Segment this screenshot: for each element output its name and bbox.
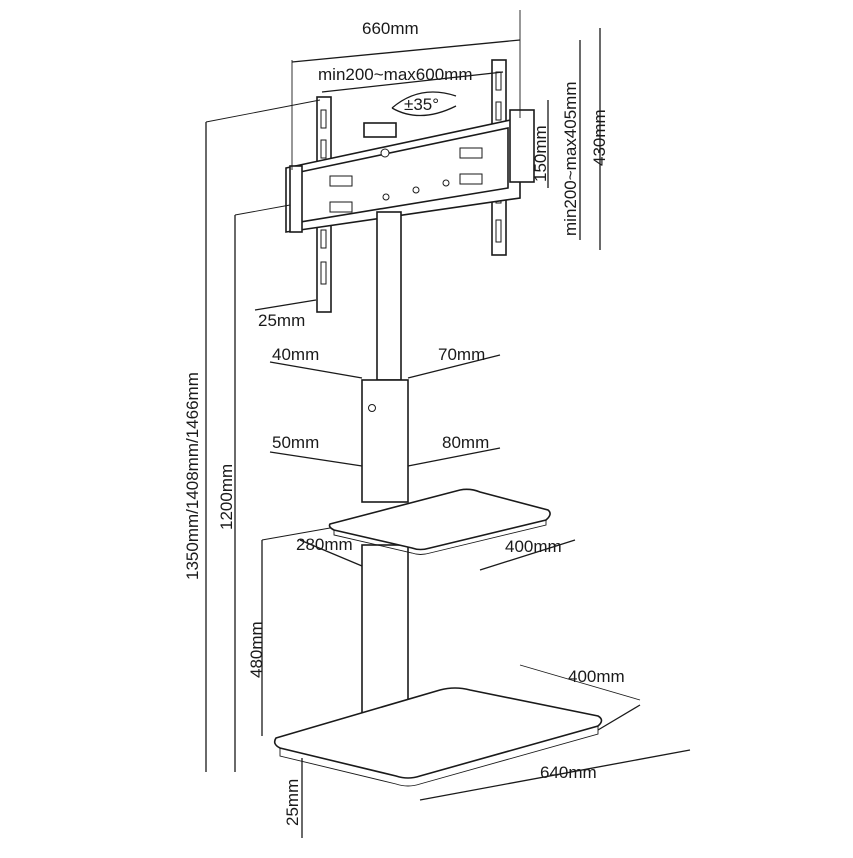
dim-bracket-depth: 25mm [258,311,305,330]
base-edge [279,726,599,787]
dim-column-70: 70mm [438,345,485,364]
shelf [328,488,551,555]
dim-vesa-horizontal: min200~max600mm [318,65,473,84]
plate-slots [329,147,483,213]
lower-column [361,544,409,724]
dimension-lines [205,10,691,838]
left-hook [289,165,303,233]
upper-column [376,211,402,381]
dim-total-width: 660mm [362,19,419,38]
dim-bracket-height: 430mm [590,109,609,166]
dim-column-50: 50mm [272,433,319,452]
right-hook [509,109,535,183]
dimension-labels: 660mm min200~max600mm ±35° 150mm min200~… [183,19,625,826]
dim-base-depth: 400mm [568,667,625,686]
dim-height-1200: 1200mm [217,464,236,530]
arm-slots [320,71,502,285]
sleeve-column [361,379,409,503]
base [273,687,603,787]
dim-rotation: ±35° [404,95,439,114]
dim-vesa-vertical: min200~max405mm [561,82,580,237]
dim-base-width: 640mm [540,763,597,782]
dim-shelf-height: 480mm [247,621,266,678]
dim-column-40: 40mm [272,345,319,364]
dim-shelf-depth: 280mm [296,535,353,554]
dim-base-thickness: 25mm [283,779,302,826]
vesa-bracket [285,59,535,313]
dim-column-80: 80mm [442,433,489,452]
dim-total-height: 1350mm/1408mm/1466mm [183,372,202,580]
column [361,211,409,724]
column-bolt [368,404,376,412]
top-clamp [363,122,397,138]
dim-shelf-width: 400mm [505,537,562,556]
shelf-edge [333,520,547,555]
dim-plate-150: 150mm [531,125,550,182]
